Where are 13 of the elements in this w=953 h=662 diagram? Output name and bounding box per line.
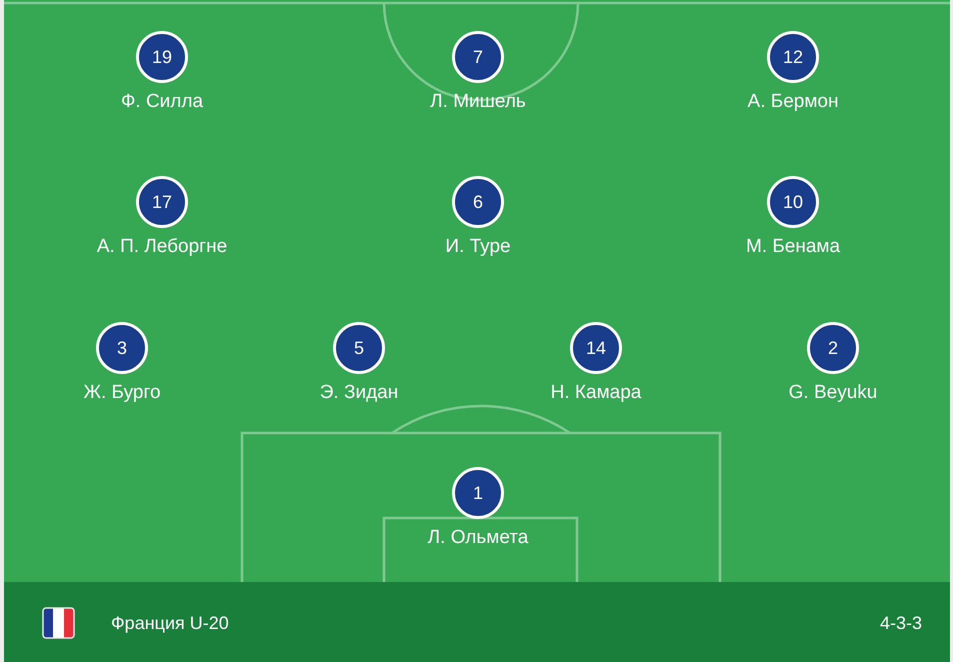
player-name: А. Бермон <box>748 90 838 114</box>
player-name: А. П. Леборгне <box>96 235 228 259</box>
player-name: G. Beyuku <box>788 381 878 405</box>
formation-text: 4-3-3 <box>880 612 922 635</box>
player-name: Ф. Силла <box>120 90 204 114</box>
player-name: М. Бенама <box>746 235 840 259</box>
team-name: Франция U-20 <box>111 612 229 635</box>
player-name: Ж. Бурго <box>83 381 161 405</box>
player-name: Л. Мишель <box>430 90 526 114</box>
player-name: Л. Ольмета <box>428 526 528 550</box>
player-name: И. Туре <box>445 235 511 259</box>
player-name: Э. Зидан <box>320 381 398 405</box>
player-name: Н. Камара <box>550 381 642 405</box>
